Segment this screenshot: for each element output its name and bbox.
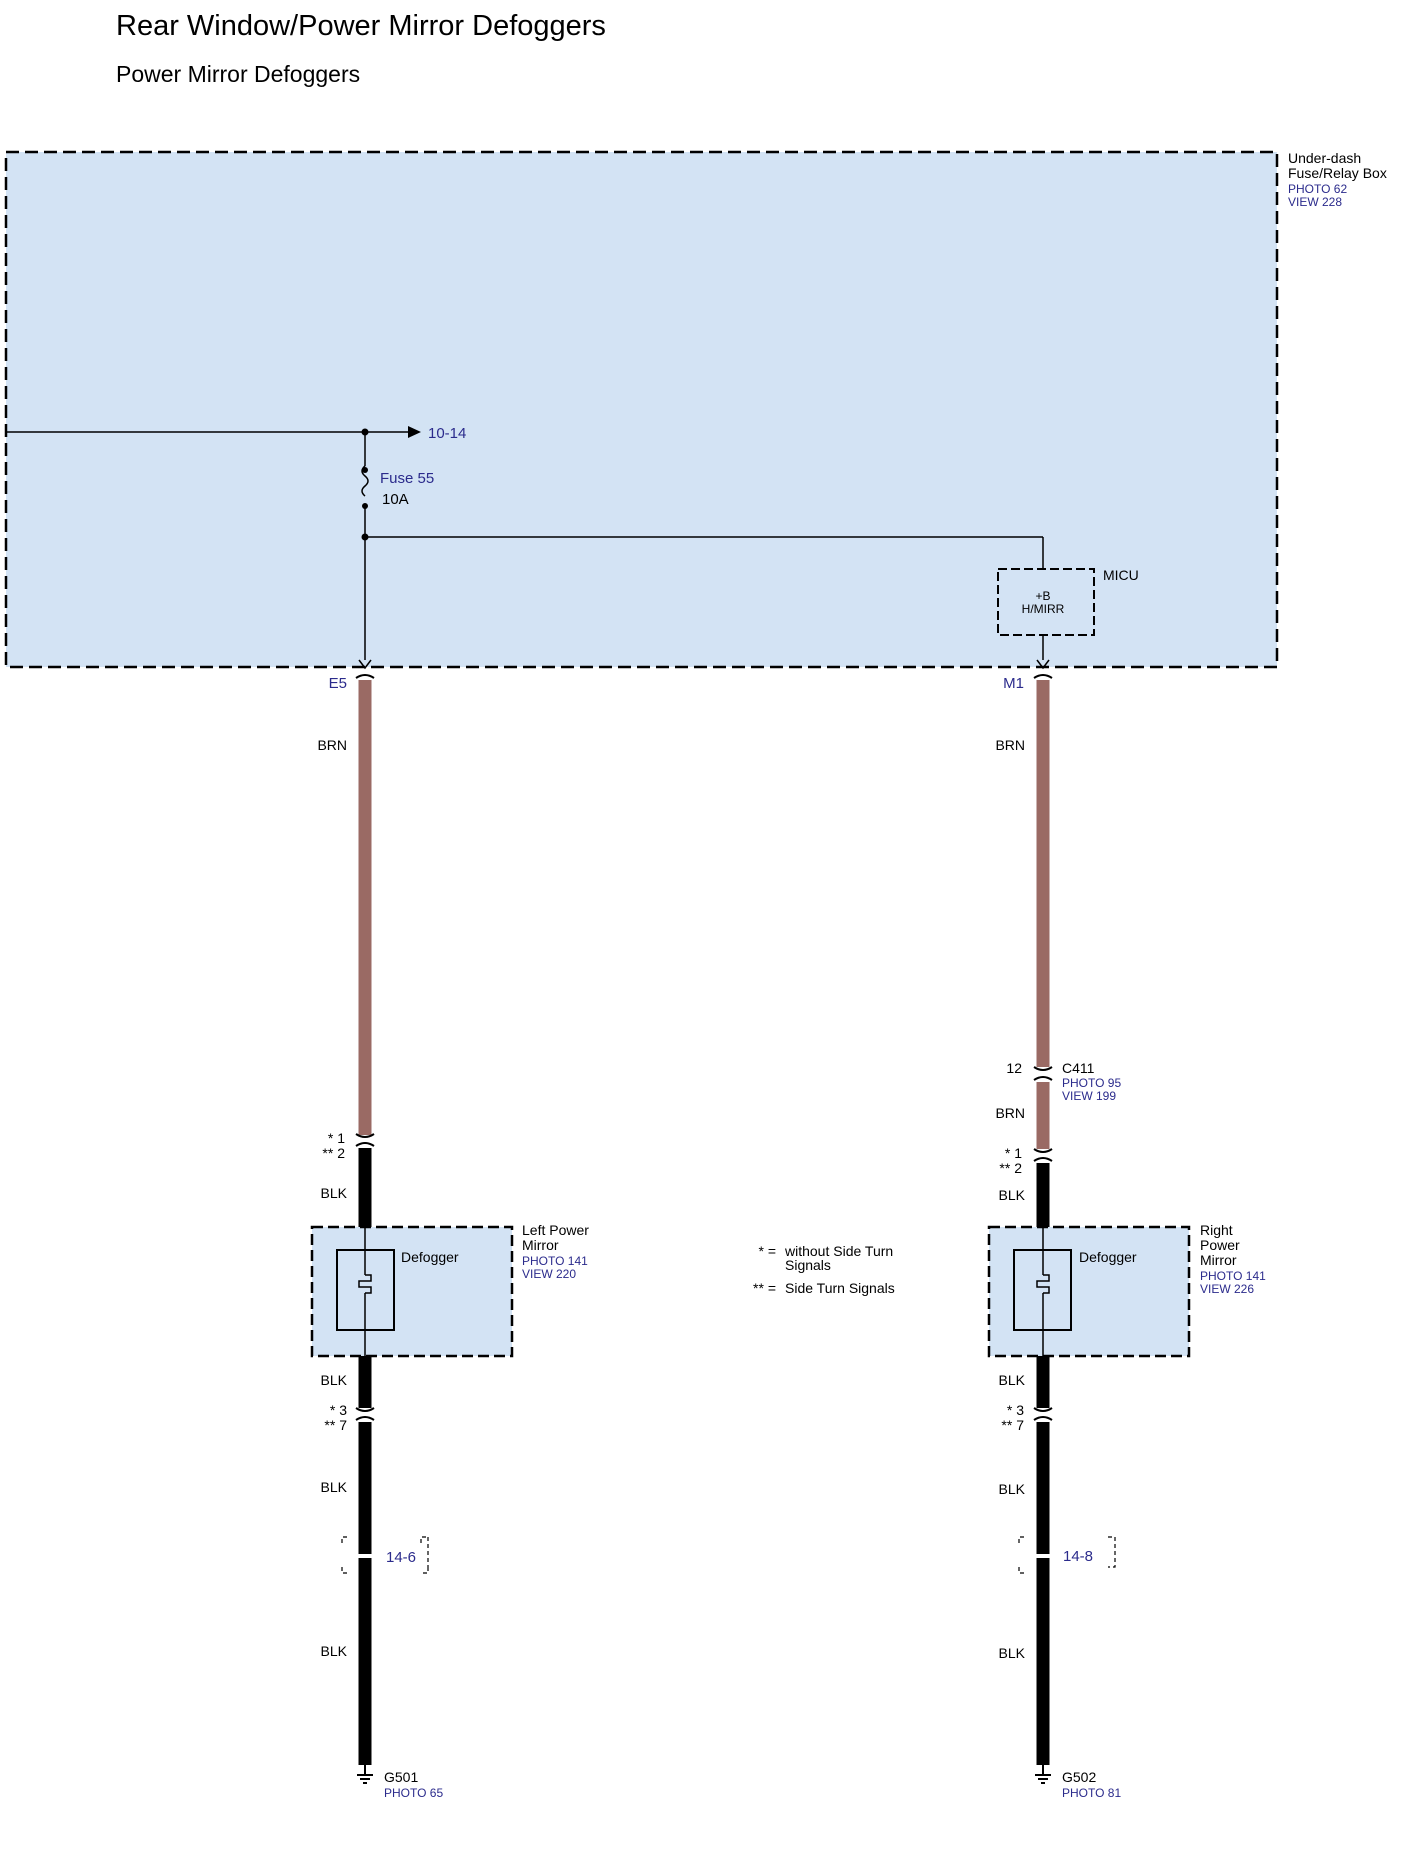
terminal-arrow-e5	[358, 659, 372, 670]
wire-color-label: BLK	[321, 1185, 348, 1201]
legend-symbol-1: * =	[758, 1243, 776, 1259]
component-photo-ref[interactable]: PHOTO 141	[1200, 1269, 1266, 1283]
left-power-mirror-box	[310, 1225, 514, 1358]
wire-color-label: BLK	[999, 1645, 1026, 1661]
page-title: Rear Window/Power Mirror Defoggers	[116, 10, 606, 42]
connector-view-ref[interactable]: VIEW 199	[1062, 1089, 1116, 1103]
connector-symbol	[355, 1133, 375, 1138]
connector-photo-ref[interactable]: PHOTO 95	[1062, 1076, 1121, 1090]
micu-pin-line2: H/MIRR	[1022, 602, 1065, 616]
micu-label: MICU	[1103, 567, 1139, 583]
ground-label: G502	[1062, 1769, 1096, 1785]
component-name-line2: Mirror	[522, 1237, 559, 1253]
wire-color-label: BLK	[321, 1479, 348, 1495]
pin-label: ** 2	[999, 1160, 1022, 1176]
wire-color-label: BRN	[995, 737, 1025, 753]
pin-label: * 1	[328, 1130, 345, 1146]
ground-icon	[1035, 1765, 1051, 1784]
right-power-mirror-box	[987, 1225, 1191, 1358]
link-bracket	[1018, 1536, 1116, 1574]
wire-color-label: BRN	[317, 737, 347, 753]
connector-symbol	[1033, 1416, 1053, 1421]
micu-box	[997, 568, 1095, 636]
component-view-ref[interactable]: VIEW 220	[522, 1267, 576, 1281]
fuse-rating: 10A	[382, 491, 409, 508]
pin-label: ** 2	[322, 1145, 345, 1161]
fuse-55-symbol	[361, 465, 369, 497]
terminal-e5[interactable]: E5	[329, 675, 347, 692]
defogger-label: Defogger	[1079, 1249, 1137, 1265]
connector-symbol	[1033, 1148, 1053, 1153]
wire-color-label: BLK	[321, 1643, 348, 1659]
link-ref-14-8[interactable]: 14-8	[1063, 1548, 1093, 1565]
wire-color-label: BLK	[321, 1372, 348, 1388]
wire-color-label: BLK	[999, 1481, 1026, 1497]
heater-symbol	[358, 1274, 372, 1294]
wire-color-label: BLK	[999, 1187, 1026, 1203]
pin-label: ** 7	[324, 1417, 347, 1433]
ground-label: G501	[384, 1769, 418, 1785]
pin-label: * 3	[330, 1402, 347, 1418]
connector-symbol	[1033, 1157, 1053, 1162]
legend-desc-2: Side Turn Signals	[785, 1280, 895, 1296]
fuse-terminal-top	[362, 467, 368, 473]
component-name-line1: Left Power	[522, 1222, 589, 1238]
connector-symbol	[355, 1142, 375, 1147]
ground-photo-ref[interactable]: PHOTO 81	[1062, 1786, 1121, 1800]
pin-label: 12	[1006, 1060, 1022, 1076]
heater-symbol	[1036, 1274, 1050, 1294]
legend-desc-1-line2: Signals	[785, 1257, 831, 1273]
connector-symbol	[1033, 674, 1053, 679]
wire-color-label: BRN	[995, 1105, 1025, 1121]
terminal-arrow-m1	[1036, 659, 1050, 670]
connector-symbol	[1033, 1066, 1053, 1071]
fuse-box-view-ref[interactable]: VIEW 228	[1288, 195, 1342, 209]
pin-label: * 1	[1005, 1145, 1022, 1161]
fuse-box-name-line1: Under-dash	[1288, 150, 1361, 166]
wire-color-label: BLK	[999, 1372, 1026, 1388]
connector-symbol	[355, 1416, 375, 1421]
terminal-m1[interactable]: M1	[1003, 675, 1024, 692]
micu-pin-line1: +B	[1035, 589, 1050, 603]
legend-desc-1-line1: without Side Turn	[784, 1243, 893, 1259]
link-arrow	[408, 426, 421, 438]
legend-symbol-2: ** =	[753, 1280, 776, 1296]
component-view-ref[interactable]: VIEW 226	[1200, 1282, 1254, 1296]
link-ref-14-6[interactable]: 14-6	[386, 1549, 416, 1566]
connector-symbol	[1033, 1076, 1053, 1081]
connector-name: C411	[1062, 1060, 1095, 1076]
fuse-box-photo-ref[interactable]: PHOTO 62	[1288, 182, 1347, 196]
link-ref-10-14[interactable]: 10-14	[428, 425, 466, 442]
pin-label: * 3	[1007, 1402, 1024, 1418]
defogger-label: Defogger	[401, 1249, 459, 1265]
page-subtitle: Power Mirror Defoggers	[116, 61, 360, 87]
connector-symbol	[355, 674, 375, 679]
component-name-line2: Power	[1200, 1237, 1240, 1253]
connector-symbol	[1033, 1407, 1053, 1412]
component-photo-ref[interactable]: PHOTO 141	[522, 1254, 588, 1268]
ground-icon	[357, 1765, 373, 1784]
ground-photo-ref[interactable]: PHOTO 65	[384, 1786, 443, 1800]
connector-symbol	[355, 1407, 375, 1412]
component-name-line1: Right	[1200, 1222, 1233, 1238]
fuse-label[interactable]: Fuse 55	[380, 470, 434, 487]
component-name-line3: Mirror	[1200, 1252, 1237, 1268]
pin-label: ** 7	[1001, 1417, 1024, 1433]
fuse-box-name-line2: Fuse/Relay Box	[1288, 165, 1387, 181]
